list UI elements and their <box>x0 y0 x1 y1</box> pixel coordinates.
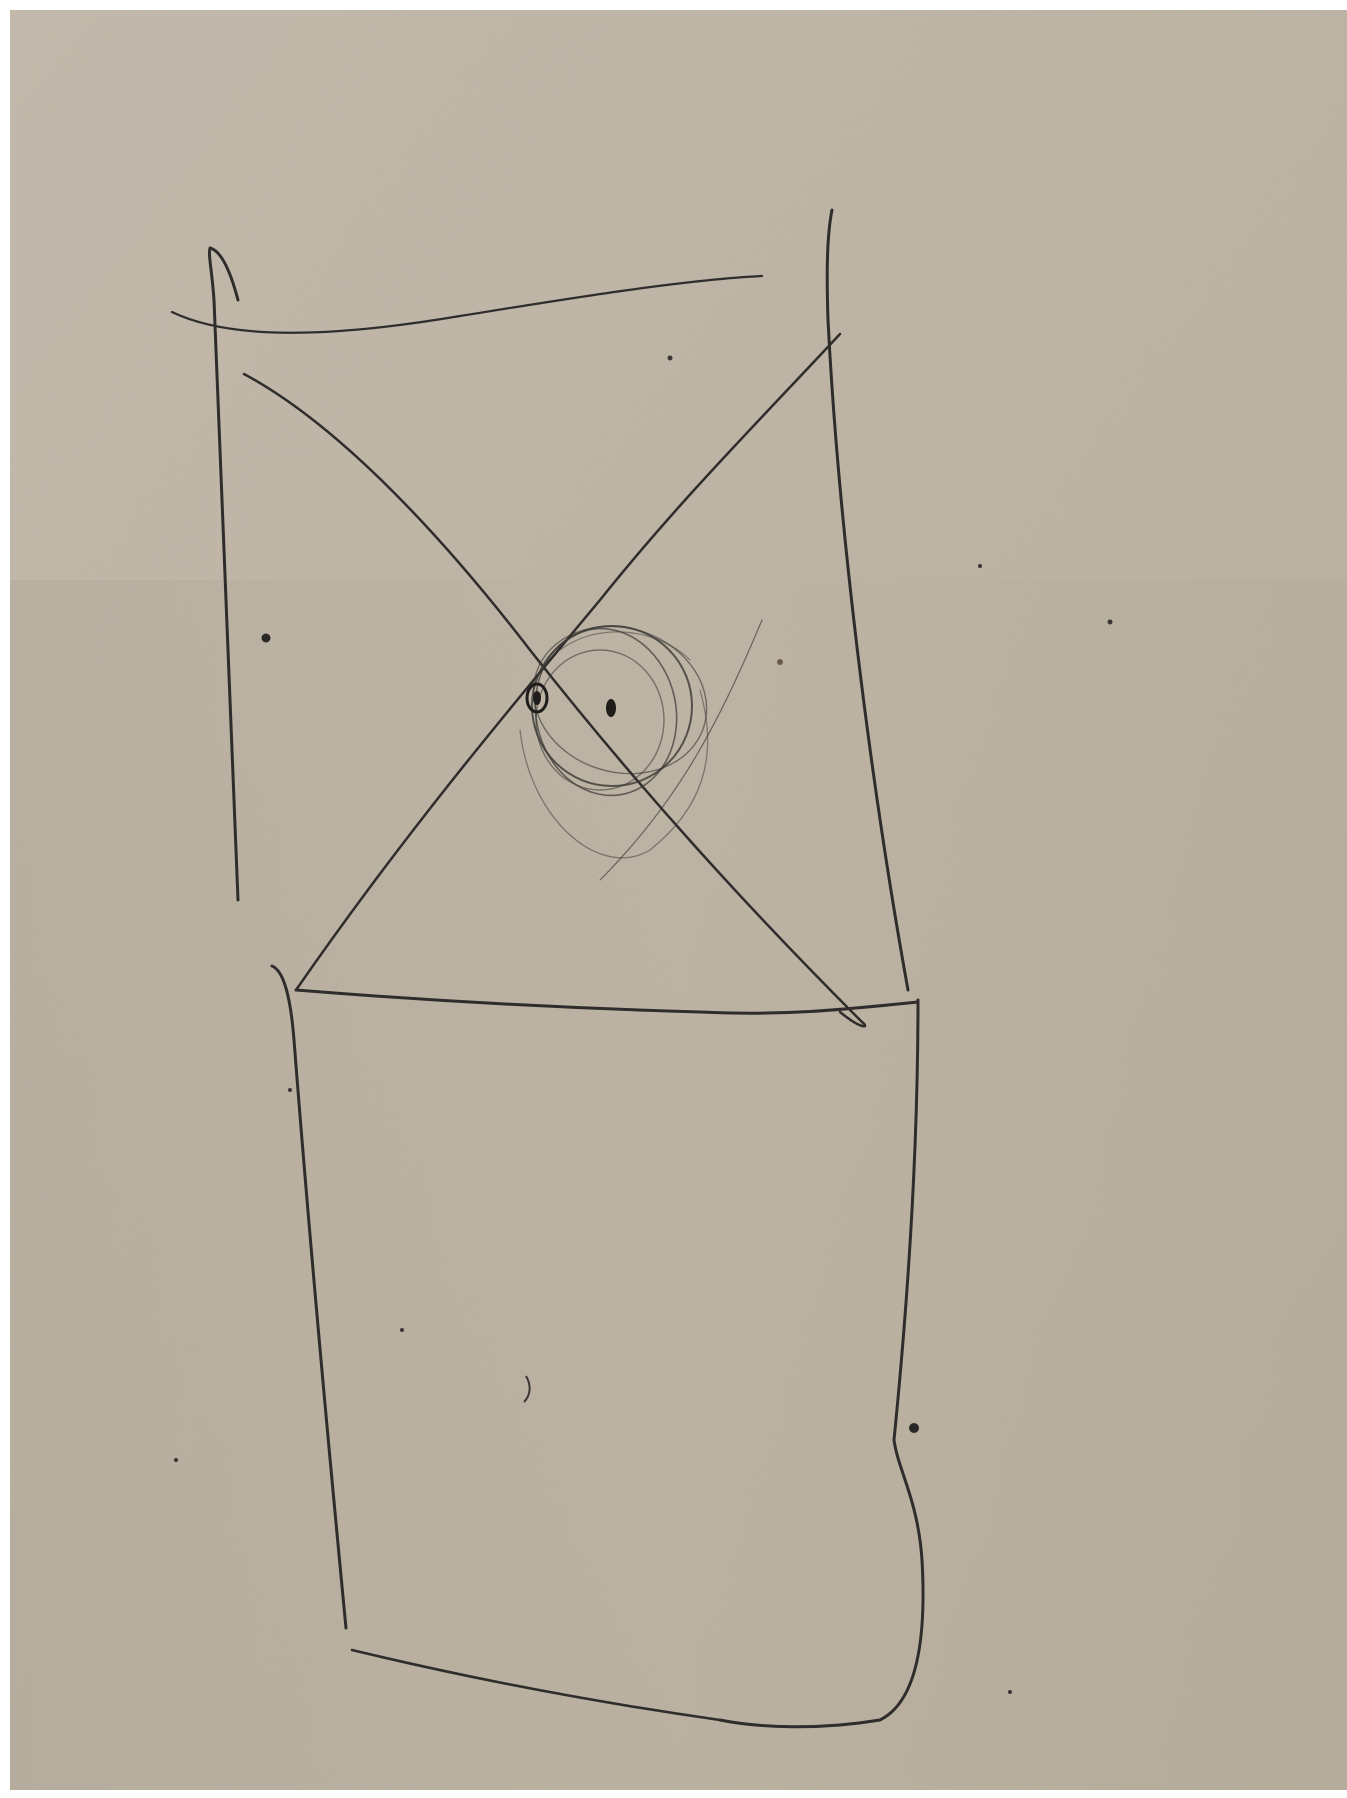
sketch-photo <box>0 0 1347 1798</box>
sketch-canvas <box>0 0 1347 1798</box>
